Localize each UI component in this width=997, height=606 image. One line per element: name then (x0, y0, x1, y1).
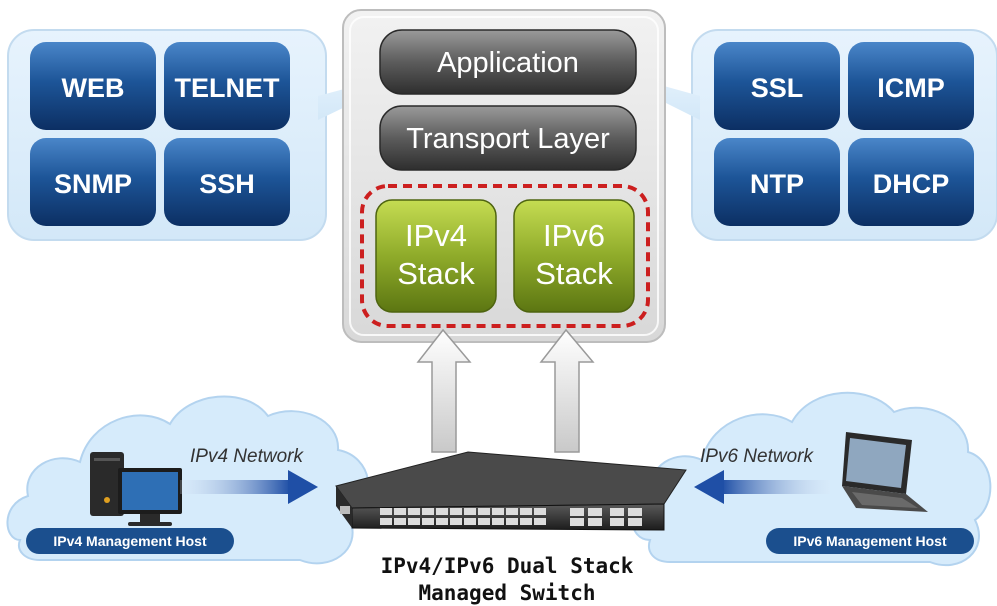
application-layer: Application (379, 29, 637, 95)
right-protocol-group: SSL ICMP NTP DHCP (592, 29, 997, 241)
svg-text:IPv4: IPv4 (405, 218, 467, 253)
svg-text:ICMP: ICMP (877, 73, 945, 103)
switch-ports (380, 508, 642, 526)
svg-text:Stack: Stack (397, 256, 475, 291)
switch-caption-line1: IPv4/IPv6 Dual Stack (381, 554, 634, 578)
ipv4-management-host-badge: IPv4 Management Host (26, 528, 234, 554)
svg-text:SSH: SSH (199, 169, 255, 199)
svg-text:Application: Application (437, 47, 579, 79)
laptop-icon (842, 432, 928, 512)
svg-text:IPv6 Management Host: IPv6 Management Host (793, 533, 947, 549)
svg-text:SNMP: SNMP (54, 169, 132, 199)
svg-text:TELNET: TELNET (175, 73, 281, 103)
telnet-button: TELNET (164, 42, 290, 130)
ipv4-network-label: IPv4 Network (190, 446, 304, 467)
ipv4-cloud-icon (6, 395, 370, 565)
dual-stack-group: IPv4 Stack IPv6 Stack (360, 184, 650, 328)
ipv6-stack: IPv6 Stack (513, 199, 635, 313)
up-arrow-ipv4 (416, 328, 472, 453)
svg-text:SSL: SSL (751, 73, 804, 103)
switch-caption-line2: Managed Switch (418, 581, 595, 605)
dhcp-button: DHCP (848, 138, 974, 226)
ipv6-cloud-icon (631, 391, 992, 567)
ipv4-network-arrow (180, 470, 318, 504)
svg-text:WEB: WEB (62, 73, 125, 103)
web-button: WEB (30, 42, 156, 130)
svg-text:DHCP: DHCP (873, 169, 950, 199)
ipv6-network-label: IPv6 Network (700, 446, 814, 467)
ipv4-stack: IPv4 Stack (375, 199, 497, 313)
ssh-button: SSH (164, 138, 290, 226)
svg-text:Transport Layer: Transport Layer (406, 123, 610, 155)
svg-text:IPv4 Management Host: IPv4 Management Host (53, 533, 207, 549)
svg-text:Stack: Stack (535, 256, 613, 291)
up-arrow-ipv6 (539, 328, 595, 453)
svg-text:IPv6: IPv6 (543, 218, 605, 253)
network-switch-icon (335, 451, 687, 531)
ipv6-management-host-badge: IPv6 Management Host (766, 528, 974, 554)
ipv6-network-arrow (694, 470, 830, 504)
ntp-button: NTP (714, 138, 840, 226)
snmp-button: SNMP (30, 138, 156, 226)
transport-layer: Transport Layer (379, 105, 637, 171)
svg-text:NTP: NTP (750, 169, 804, 199)
left-protocol-group: WEB TELNET SNMP SSH (7, 29, 430, 241)
protocol-stack-panel: Application Transport Layer IPv4 Stack I… (342, 9, 666, 343)
ssl-button: SSL (714, 42, 840, 130)
desktop-pc-icon (90, 452, 182, 526)
icmp-button: ICMP (848, 42, 974, 130)
